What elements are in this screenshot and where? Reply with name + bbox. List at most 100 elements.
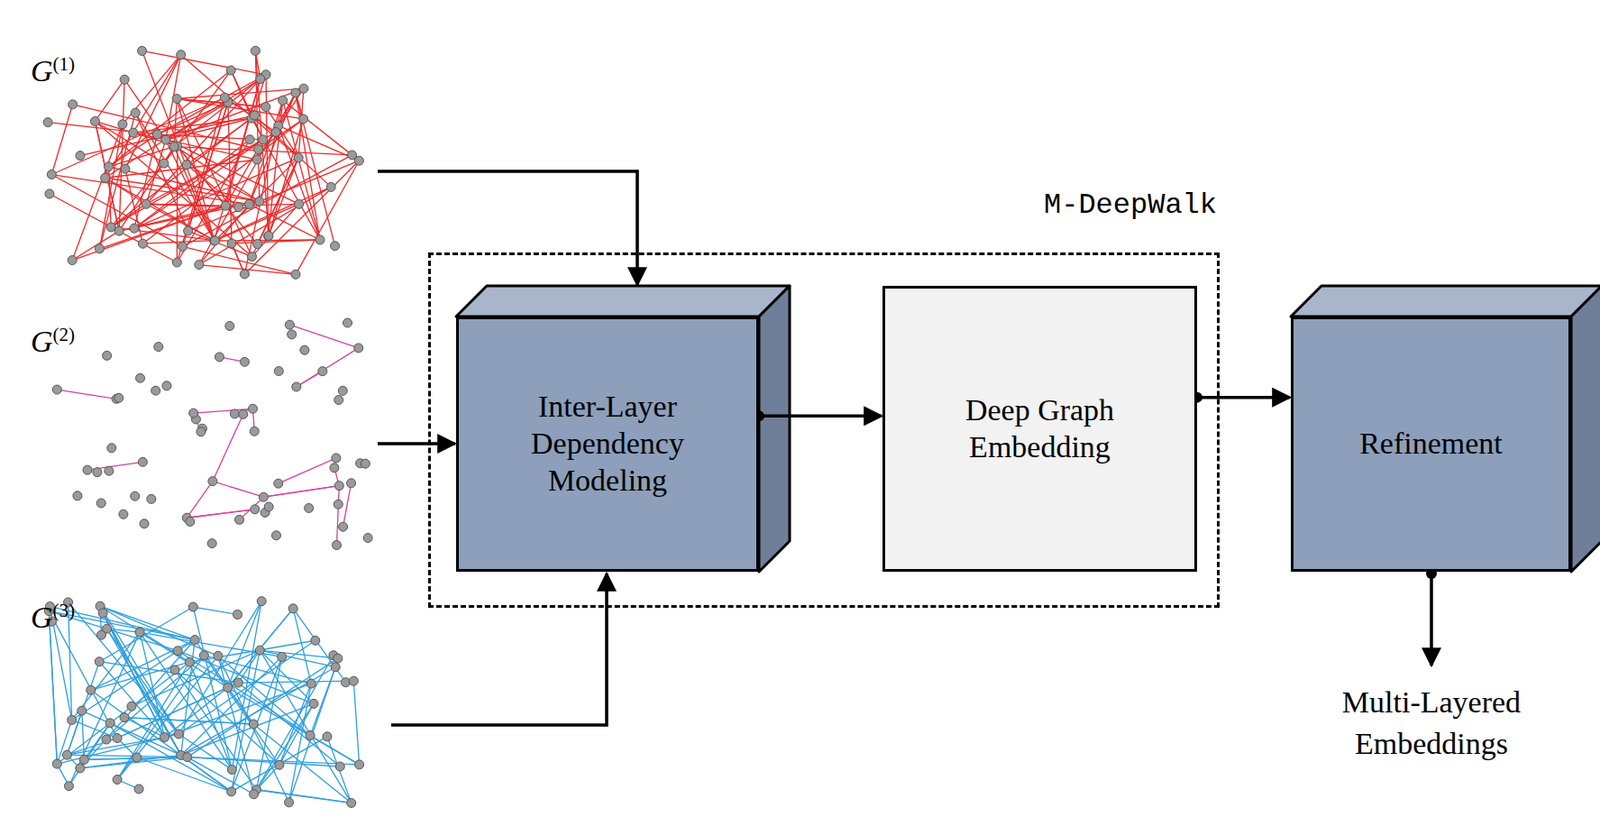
- graph-edge: [51, 97, 225, 174]
- graph-edge: [66, 710, 82, 755]
- graph-vertex: [354, 343, 364, 353]
- graph-edge: [289, 324, 358, 348]
- graph-vertex: [151, 385, 161, 395]
- graph-vertex: [119, 713, 129, 723]
- graph-vertex: [92, 467, 102, 477]
- graph-vertex: [82, 465, 92, 475]
- graph-vertex: [249, 789, 259, 799]
- graph-vertex: [233, 677, 243, 687]
- graph-vertex: [129, 223, 139, 233]
- graph-vertex: [106, 222, 116, 232]
- graph-vertex: [238, 409, 248, 419]
- graph-edge: [263, 485, 339, 498]
- graph-edge: [134, 157, 299, 229]
- graph-vertex: [299, 114, 309, 124]
- graph-edge: [231, 656, 283, 791]
- graph-layers: [43, 45, 373, 807]
- graph-edge: [239, 496, 265, 520]
- input-arrow: [377, 441, 456, 446]
- graph-vertex: [227, 764, 237, 774]
- graph-vertex: [258, 135, 268, 145]
- graph-vertex: [274, 759, 284, 769]
- graph-edge: [292, 608, 346, 683]
- graph-vertex: [77, 705, 87, 715]
- graph-vertex: [118, 119, 128, 129]
- graph-vertex: [130, 108, 140, 118]
- graph-vertex: [136, 373, 146, 383]
- graph-vertex: [172, 94, 182, 104]
- graph-vertex: [264, 231, 274, 241]
- graph-vertex: [256, 74, 266, 84]
- graph-vertex: [248, 719, 258, 729]
- graph-vertex: [249, 110, 259, 120]
- graph-vertex: [306, 678, 316, 688]
- graph-vertex: [287, 329, 297, 339]
- graph-edge: [295, 160, 359, 275]
- graph-edge: [72, 205, 226, 260]
- graph-vertex: [52, 384, 62, 394]
- graph-edge: [188, 101, 229, 231]
- graph-edge: [278, 125, 360, 161]
- graph-vertex: [169, 142, 179, 152]
- graph-vertex: [226, 65, 236, 75]
- graph-vertex: [234, 202, 244, 212]
- graph-edge: [283, 100, 320, 240]
- graph-vertex: [96, 498, 106, 508]
- layer-label: G(3): [30, 596, 75, 639]
- graph-vertex: [67, 256, 77, 266]
- graph-edge: [252, 203, 300, 256]
- graph-vertex: [254, 145, 264, 155]
- graph-edge: [68, 602, 180, 734]
- graph-vertex: [348, 676, 358, 686]
- graph-vertex: [137, 457, 147, 467]
- graph-vertex: [331, 453, 341, 463]
- graph-edge: [259, 649, 338, 659]
- graph-vertex: [284, 320, 294, 330]
- graph-vertex: [64, 781, 74, 791]
- graph-vertex: [210, 236, 220, 246]
- graph-vertex: [68, 100, 78, 110]
- graph-vertex: [278, 95, 288, 105]
- graph-edge: [165, 118, 253, 140]
- graph-vertex: [343, 318, 353, 328]
- graph-edge: [181, 54, 299, 158]
- graph-vertex: [318, 366, 328, 376]
- graph-vertex: [79, 754, 89, 764]
- graph-vertex: [245, 135, 255, 145]
- box-side-face: [1571, 285, 1600, 572]
- graph-edge: [142, 50, 216, 241]
- graph-edge: [194, 640, 254, 724]
- graph-vertex: [291, 269, 301, 279]
- graph-vertex: [184, 657, 194, 667]
- graph-vertex: [310, 635, 320, 645]
- box-side-face: [758, 285, 790, 572]
- box-top-face: [1290, 285, 1600, 317]
- graph-vertex: [322, 731, 332, 741]
- graph-edge: [231, 243, 245, 275]
- graph-vertex: [67, 714, 77, 724]
- graph-edge: [146, 203, 215, 241]
- graph-vertex: [210, 236, 220, 246]
- graph-vertex: [196, 427, 206, 437]
- graph-vertex: [247, 252, 257, 262]
- graph-vertex: [284, 797, 294, 807]
- graph-vertex: [194, 260, 204, 270]
- module-title: M-DeepWalk: [1043, 188, 1217, 223]
- graph-edge: [228, 608, 294, 688]
- graph-vertex: [305, 730, 315, 740]
- graph-edge: [177, 146, 227, 206]
- graph-layer: [52, 318, 373, 549]
- graph-vertex: [102, 350, 112, 360]
- graph-vertex: [233, 609, 243, 619]
- graph-vertex: [334, 395, 344, 405]
- graph-vertex: [161, 135, 171, 145]
- graph-edge: [156, 74, 266, 135]
- graph-edge: [181, 640, 195, 756]
- graph-vertex: [154, 342, 164, 352]
- graph-edge: [137, 757, 232, 792]
- graph-edge: [353, 680, 359, 765]
- graph-layer: [44, 596, 364, 808]
- graph-vertex: [185, 516, 195, 526]
- graph-vertex: [334, 481, 344, 491]
